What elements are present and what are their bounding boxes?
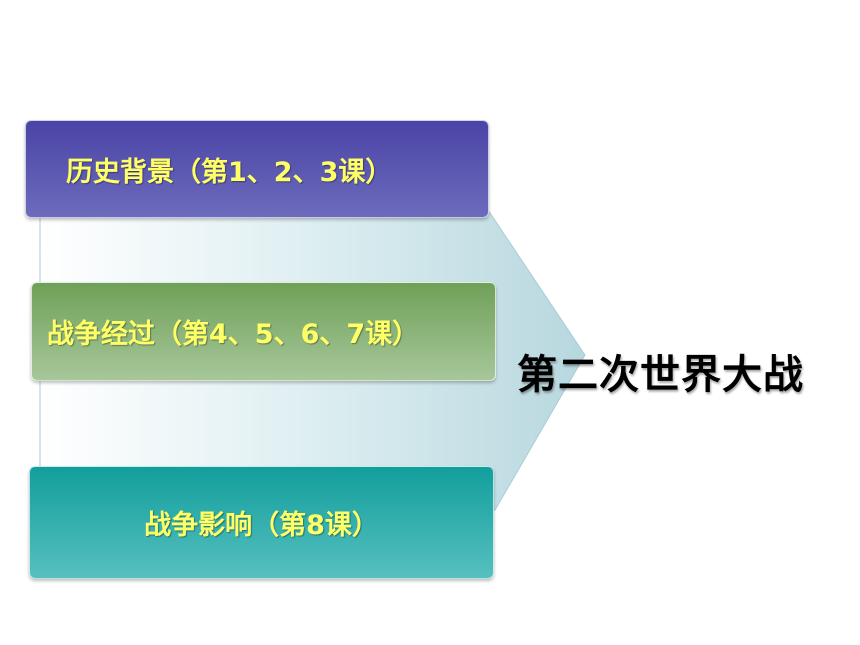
box-historical-background-label: 历史背景（第1、2、3课） [66, 156, 393, 188]
box-historical-background: 历史背景（第1、2、3课） [25, 120, 489, 218]
box-war-process: 战争经过（第4、5、6、7课） [31, 282, 496, 381]
main-title: 第二次世界大战 [517, 352, 804, 398]
box-war-impact-label: 战争影响（第8课） [144, 510, 379, 541]
box-war-impact: 战争影响（第8课） [29, 466, 494, 579]
box-war-process-label: 战争经过（第4、5、6、7课） [47, 319, 420, 350]
